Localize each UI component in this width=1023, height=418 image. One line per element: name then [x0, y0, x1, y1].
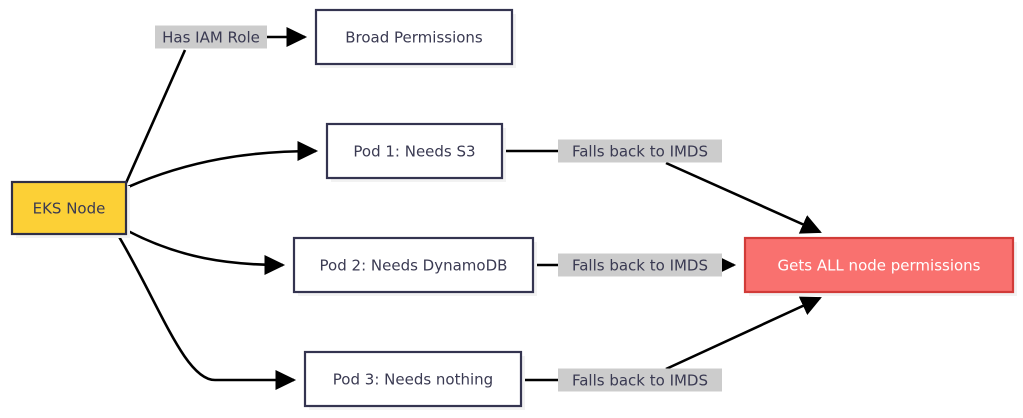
node-box[interactable]	[325, 122, 504, 180]
edge-label-background	[558, 253, 722, 277]
node-box[interactable]	[314, 8, 514, 66]
node-box[interactable]	[303, 350, 523, 408]
edge-label-text: Falls back to IMDS	[572, 372, 708, 390]
edge-edge-eks-to-pod2	[127, 229, 286, 276]
node-label: Gets ALL node permissions	[778, 257, 981, 275]
node-gets-all-node-permissions[interactable]: Gets ALL node permissions	[743, 236, 1017, 296]
edge-label-text: Falls back to IMDS	[572, 143, 708, 161]
edge-path	[502, 149, 820, 232]
node-box[interactable]	[10, 180, 128, 236]
edge-label-text: Falls back to IMDS	[572, 257, 708, 275]
edge-path	[124, 37, 305, 184]
node-pod-2[interactable]: Pod 2: Needs DynamoDB	[292, 236, 537, 296]
node-label: Pod 3: Needs nothing	[333, 371, 493, 389]
edge-label-background	[558, 368, 722, 392]
edge-path	[521, 298, 820, 382]
node-box[interactable]	[292, 236, 535, 294]
edge-edge-pod3-to-danger	[521, 298, 820, 382]
edge-path	[127, 229, 286, 276]
edge-edge-eks-to-pod1	[127, 140, 319, 189]
edge-label-edge-pod2-to-danger: Falls back to IMDS	[558, 253, 722, 277]
node-label: Pod 1: Needs S3	[353, 143, 475, 161]
node-label: EKS Node	[33, 200, 106, 218]
node-eks-node[interactable]: EKS Node	[10, 180, 130, 238]
edges-layer	[116, 37, 820, 391]
edge-label-background	[155, 25, 267, 49]
node-pod-3[interactable]: Pod 3: Needs nothing	[303, 350, 525, 410]
edge-label-edge-eks-to-broad: Has IAM Role	[155, 25, 267, 49]
edge-edge-eks-to-pod3	[116, 234, 297, 391]
node-label: Pod 2: Needs DynamoDB	[320, 257, 508, 275]
node-pod-1[interactable]: Pod 1: Needs S3	[325, 122, 506, 182]
edge-edge-pod1-to-danger	[502, 149, 820, 232]
edge-label-edge-pod1-to-danger: Falls back to IMDS	[558, 139, 722, 163]
node-box[interactable]	[743, 236, 1015, 294]
edge-path	[127, 140, 319, 189]
node-label: Broad Permissions	[345, 29, 483, 47]
edge-label-edge-pod3-to-danger: Falls back to IMDS	[558, 368, 722, 392]
node-broad-permissions[interactable]: Broad Permissions	[314, 8, 516, 68]
edge-edge-eks-to-broad	[124, 37, 305, 184]
edge-label-text: Has IAM Role	[162, 29, 260, 47]
edge-label-background	[558, 139, 722, 163]
edge-path	[116, 234, 297, 391]
